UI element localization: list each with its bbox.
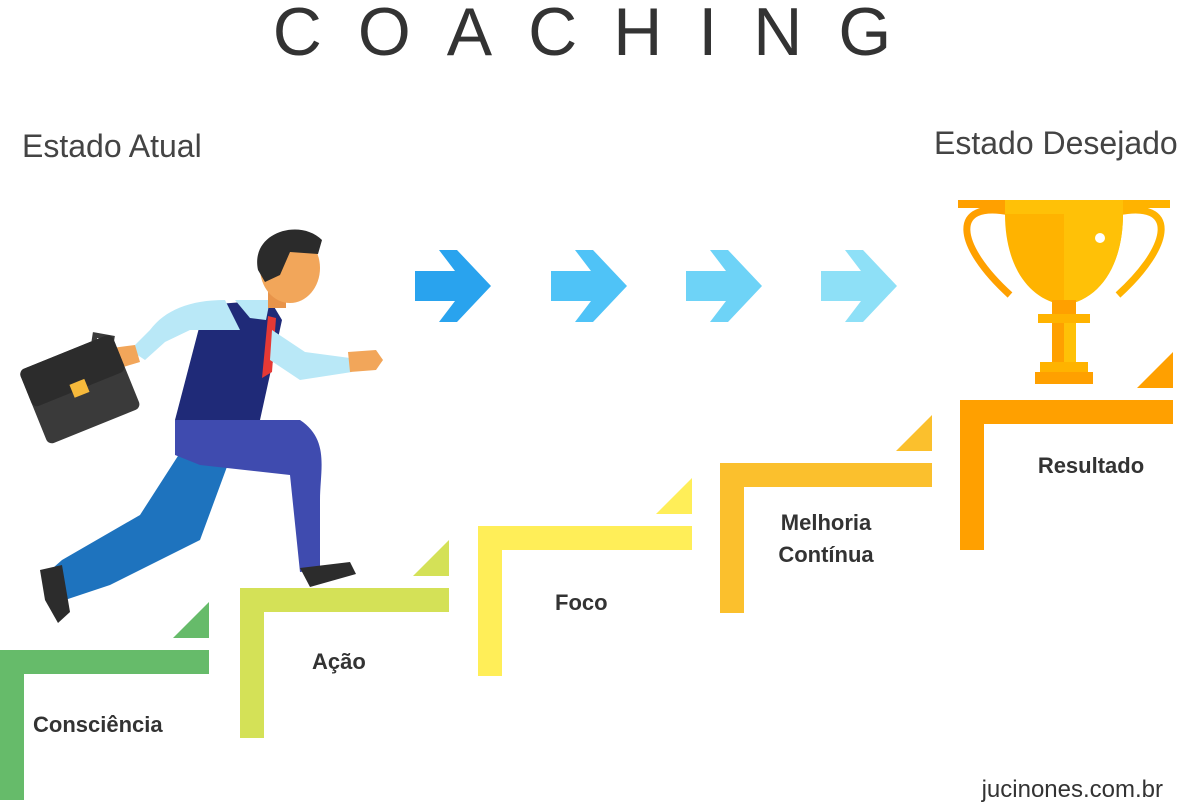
step-label-acao: Ação	[312, 649, 366, 674]
desired-state-label: Estado Desejado	[934, 125, 1178, 161]
stair-corner-4	[896, 415, 932, 451]
step-labels: Consciência Ação Foco Melhoria Contínua …	[33, 453, 1144, 737]
step-label-melhoria: Melhoria	[781, 510, 872, 535]
staircase	[0, 352, 1173, 800]
stair-corner-1	[173, 602, 209, 638]
stair-corner-5	[1137, 352, 1173, 388]
step-label-consciencia: Consciência	[33, 712, 163, 737]
stair-step-5	[960, 400, 1173, 550]
progress-arrow-icon-4	[821, 250, 897, 322]
businessman-running-icon	[40, 229, 383, 623]
current-state-label: Estado Atual	[22, 128, 202, 164]
progress-arrow-icon-2	[551, 250, 627, 322]
progress-arrow-icon-1	[415, 250, 491, 322]
progress-arrows	[415, 250, 897, 322]
step-label-foco: Foco	[555, 590, 608, 615]
page-title: COACHING	[273, 0, 927, 70]
progress-arrow-icon-3	[686, 250, 762, 322]
site-credit: jucinones.com.br	[981, 776, 1163, 803]
stair-step-1	[0, 650, 209, 800]
step-label-continua: Contínua	[778, 542, 874, 567]
step-label-resultado: Resultado	[1038, 453, 1144, 478]
stair-corner-2	[413, 540, 449, 576]
stair-step-3	[478, 526, 692, 676]
briefcase-icon	[20, 332, 140, 444]
stair-corner-3	[656, 478, 692, 514]
stair-step-2	[240, 588, 449, 738]
stair-step-4	[720, 463, 932, 613]
trophy-icon	[958, 200, 1170, 384]
